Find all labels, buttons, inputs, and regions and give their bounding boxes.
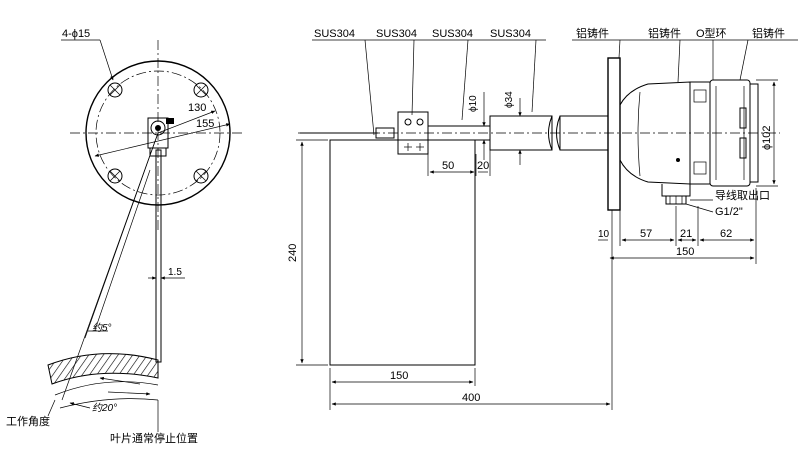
bolt-hole: [193, 168, 209, 184]
flange-plate: [607, 57, 621, 211]
dia-34-label: ϕ34: [504, 91, 515, 108]
flange-top-view: 4-ϕ15: [6, 28, 245, 445]
dim-150-blade-label: 150: [390, 370, 408, 382]
side-view: SUS304 SUS304 SUS304 SUS304 铝铸件 铝铸件 O型环 …: [287, 26, 798, 410]
blade-plate: [329, 139, 476, 366]
material-label-3: SUS304: [432, 28, 473, 40]
material-label-1: SUS304: [314, 28, 355, 40]
blade-edge: [155, 149, 162, 363]
hatched-arc: [47, 353, 159, 385]
cast-label-1: 铝铸件: [576, 26, 609, 40]
working-angle-label: 工作角度: [6, 414, 50, 428]
cable-outlet-label: 导线取出口: [715, 188, 770, 202]
dim-10-label: 10: [598, 229, 610, 240]
bolt-hole: [193, 82, 209, 98]
motion-arc: [54, 381, 159, 396]
dim-21-label: 21: [680, 228, 692, 240]
diameter-155-line: [94, 123, 231, 157]
dia-102-label: ϕ102: [761, 125, 773, 150]
dim-57-label: 57: [640, 228, 652, 240]
cast-label-2: 铝铸件: [648, 26, 681, 40]
bolt-hole: [107, 82, 123, 98]
hole-count-label: 4-ϕ15: [62, 28, 90, 40]
dim-1-5-label: 1.5: [168, 267, 182, 278]
dia-10-label: ϕ10: [468, 95, 479, 112]
dim-400-label: 400: [462, 392, 480, 404]
dim-50-label: 50: [442, 160, 454, 172]
dim-240-label: 240: [287, 244, 299, 262]
dim-155-label: 155: [196, 118, 214, 130]
dim-20-label: 20: [477, 160, 489, 172]
cast-label-3: 铝铸件: [752, 26, 785, 40]
bolt-hole: [107, 168, 123, 184]
angle-5-label: 约5°: [92, 322, 112, 334]
material-label-2: SUS304: [376, 28, 417, 40]
material-label-4: SUS304: [490, 28, 531, 40]
dim-150-total-label: 150: [676, 246, 694, 258]
thread-label: G1/2": [715, 206, 743, 218]
dim-62-label: 62: [720, 228, 732, 240]
cable-outlet: [661, 184, 691, 205]
dim-130-label: 130: [188, 102, 206, 114]
angle-20-label: 约20°: [92, 402, 117, 414]
o-ring-label: O型环: [696, 26, 727, 40]
blade-stop-label: 叶片通常停止位置: [110, 431, 198, 445]
